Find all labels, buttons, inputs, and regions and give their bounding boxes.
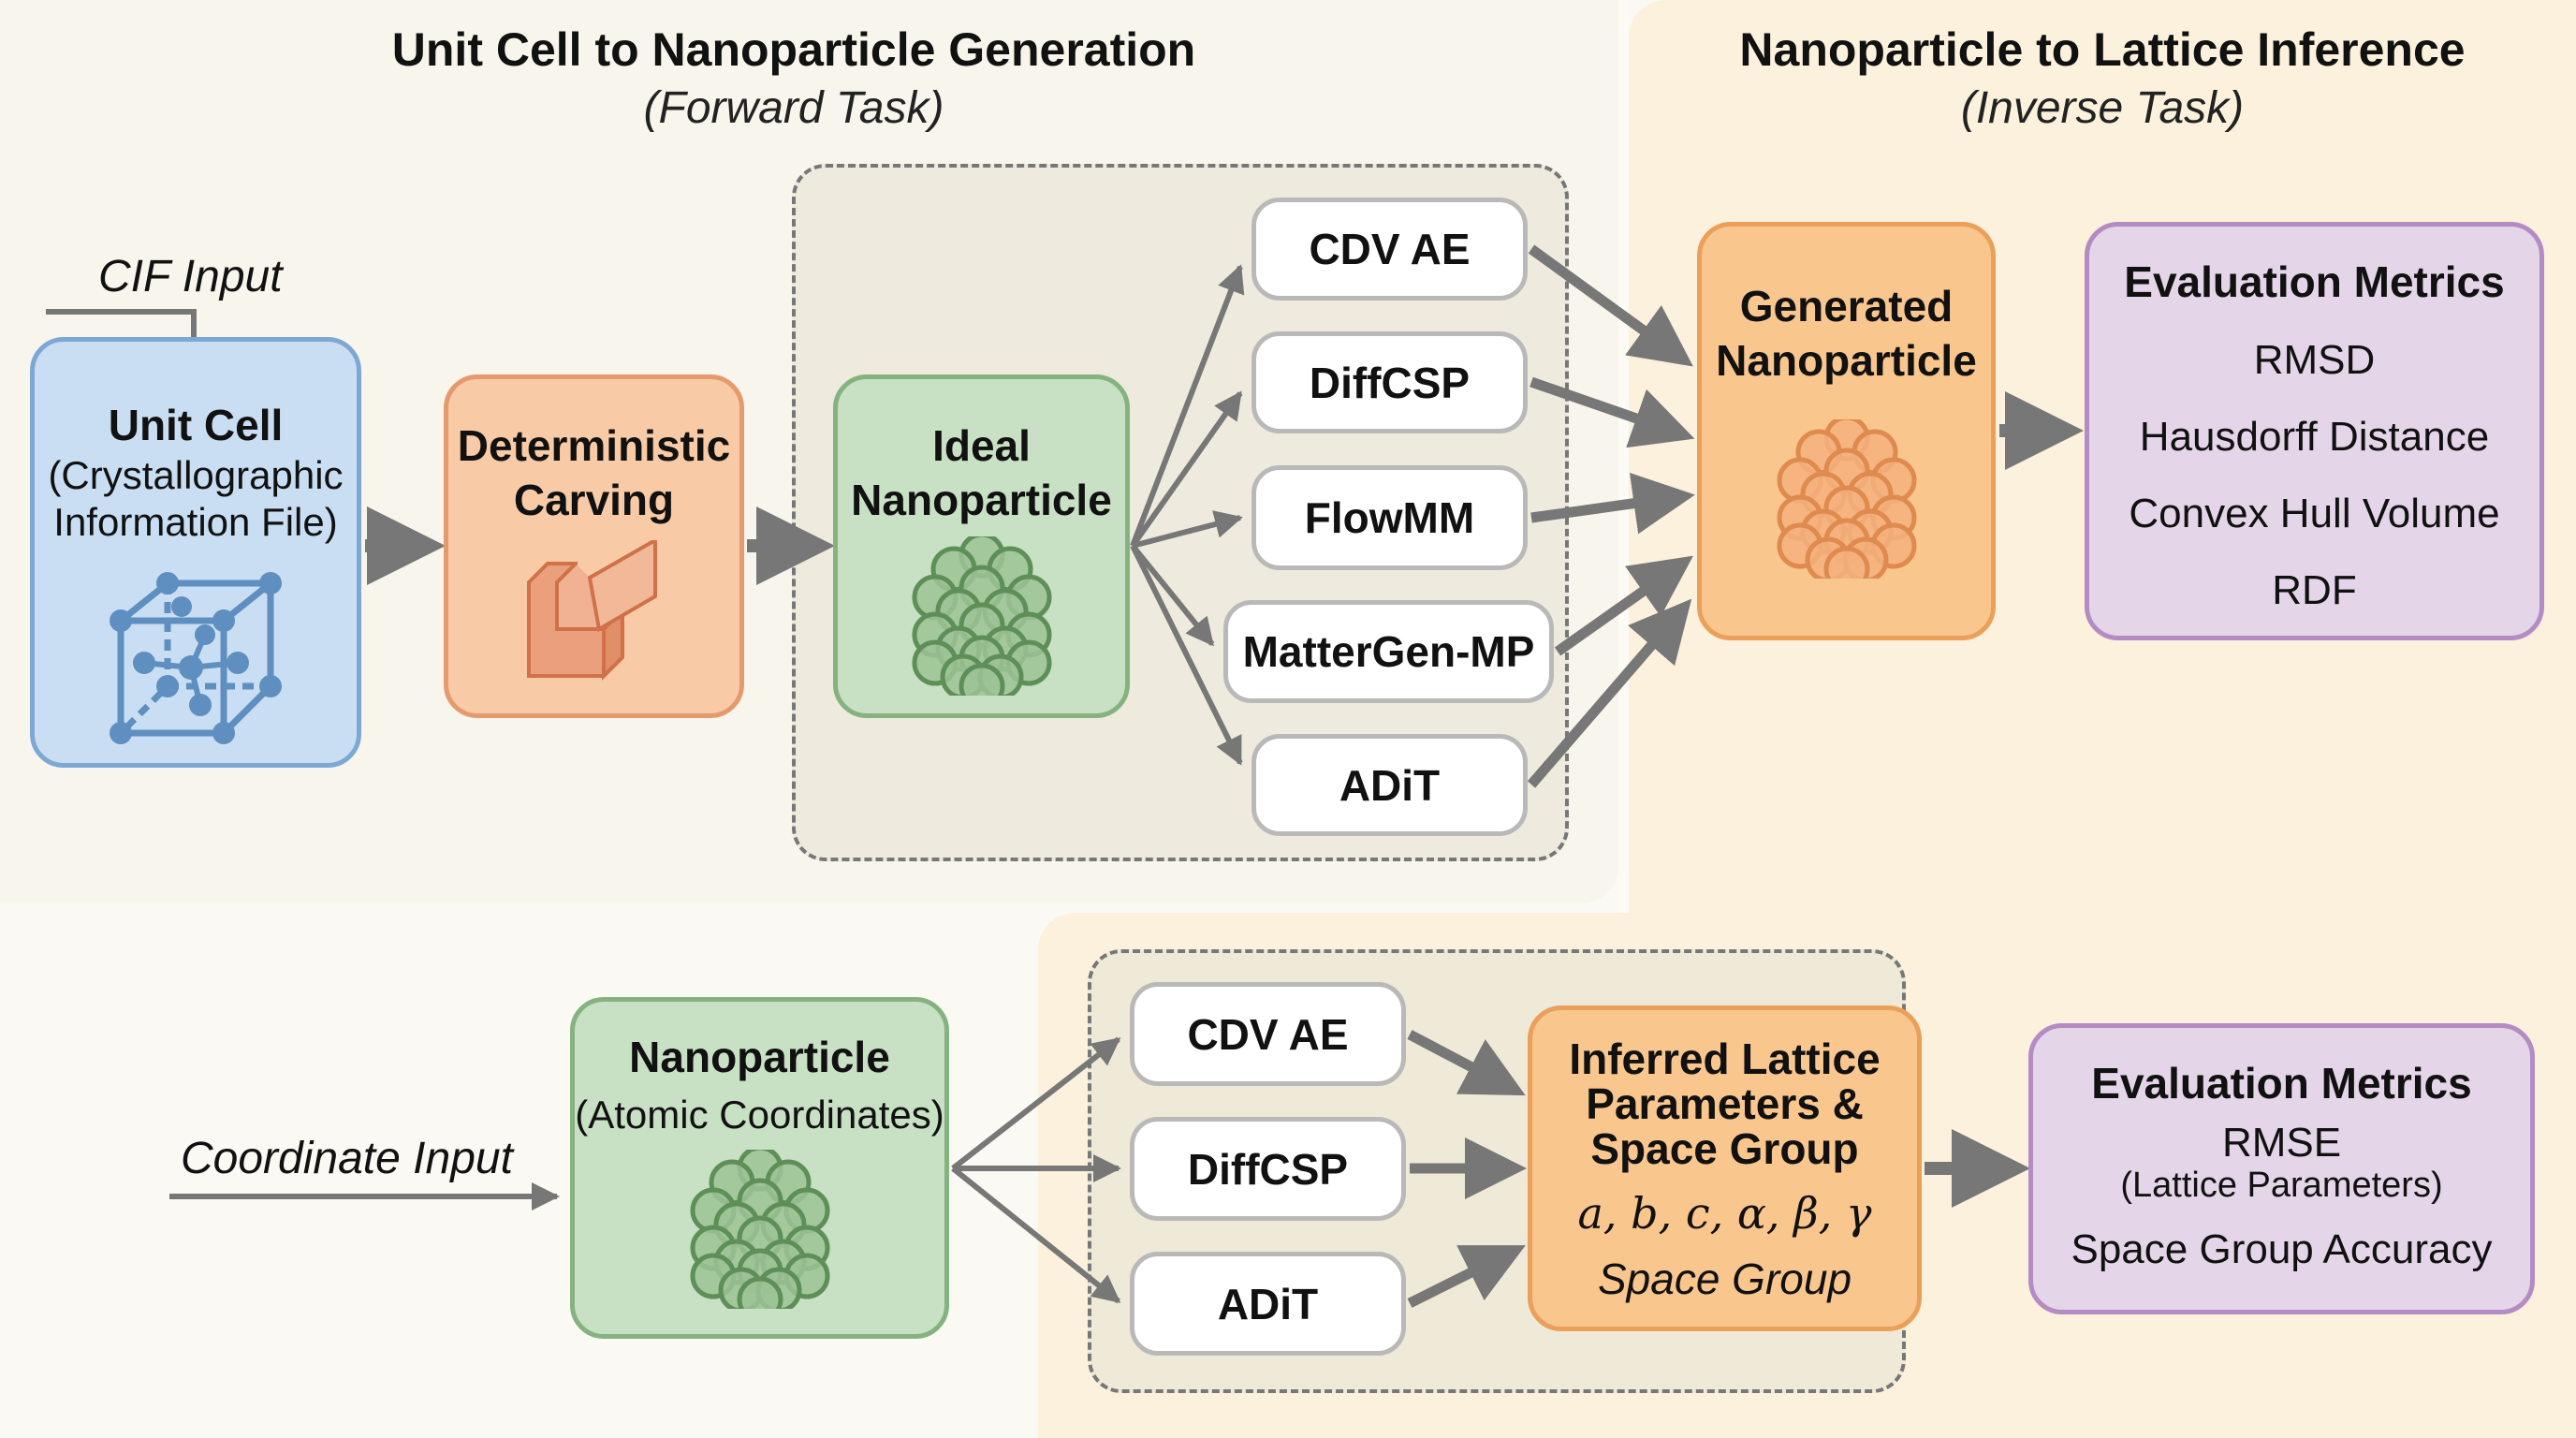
deterministic-carving-box: Deterministic Carving bbox=[444, 374, 744, 718]
panel-gap bbox=[1618, 0, 1629, 913]
metric-convex-hull: Convex Hull Volume bbox=[2129, 491, 2500, 536]
unit-cell-title: Unit Cell bbox=[108, 401, 284, 449]
inverse-evaluation-metrics-box: Evaluation Metrics RMSE (Lattice Paramet… bbox=[2028, 1023, 2535, 1314]
metric-hausdorff: Hausdorff Distance bbox=[2139, 414, 2490, 460]
arrow-ideal-to-diffcsp bbox=[1130, 390, 1243, 548]
ideal-nanoparticle-box: Ideal Nanoparticle bbox=[833, 374, 1130, 718]
arrow-cdvae-to-inferred bbox=[1407, 1030, 1526, 1096]
metric-rmse: RMSE bbox=[2221, 1120, 2342, 1166]
nanoparticle-cluster-icon bbox=[1777, 419, 1916, 579]
forward-model-diffcsp: DiffCSP bbox=[1251, 331, 1528, 433]
arrow-cdvae-to-generated bbox=[1528, 244, 1693, 367]
lattice-params: a, b, c, α, β, γ bbox=[1577, 1188, 1872, 1239]
arrow-ideal-to-cdvae bbox=[1130, 264, 1245, 548]
inverse-model-diffcsp: DiffCSP bbox=[1130, 1117, 1406, 1221]
coordinate-input-label: Coordinate Input bbox=[181, 1134, 513, 1183]
atom bbox=[737, 1276, 783, 1309]
arrow-ideal-to-mattergen bbox=[1130, 544, 1215, 647]
atom bbox=[959, 663, 1004, 696]
model-label: MatterGen-MP bbox=[1242, 627, 1535, 676]
arrow-diffcsp-to-generated bbox=[1530, 376, 1695, 448]
inverse-model-adit: ADiT bbox=[1130, 1252, 1406, 1356]
metric-rmse-note: (Lattice Parameters) bbox=[2120, 1166, 2443, 1205]
inferred-lattice-box: Inferred Lattice Parameters & Space Grou… bbox=[1528, 1005, 1922, 1331]
model-label: ADiT bbox=[1217, 1279, 1319, 1328]
model-label: DiffCSP bbox=[1309, 358, 1471, 407]
nanoparticle-title: Nanoparticle bbox=[629, 1033, 890, 1081]
model-label: DiffCSP bbox=[1187, 1144, 1349, 1194]
arrow-ideal-to-adit bbox=[1130, 544, 1243, 766]
unit-cell-lattice-icon bbox=[110, 572, 282, 744]
arrow-mattergen-to-generated bbox=[1554, 555, 1693, 656]
space-group-label: Space Group bbox=[1597, 1255, 1852, 1303]
forward-model-adit: ADiT bbox=[1251, 734, 1528, 836]
carving-title-2: Carving bbox=[513, 476, 675, 524]
input-nanoparticle-box: Nanoparticle (Atomic Coordinates) bbox=[570, 997, 949, 1339]
carved-block-icon bbox=[526, 540, 657, 681]
metric-space-group-accuracy: Space Group Accuracy bbox=[2071, 1226, 2493, 1272]
ideal-title-1: Ideal bbox=[932, 421, 1031, 470]
forward-model-flowmm: FlowMM bbox=[1251, 465, 1528, 570]
generated-title-2: Nanoparticle bbox=[1716, 336, 1977, 385]
cif-input-label: CIF Input bbox=[98, 252, 283, 301]
inverse-metrics-title: Evaluation Metrics bbox=[2091, 1059, 2472, 1108]
forward-evaluation-metrics-box: Evaluation Metrics RMSD Hausdorff Distan… bbox=[2085, 222, 2544, 640]
inferred-title-2: Parameters & bbox=[1586, 1079, 1864, 1128]
forward-model-cdvae: CDV AE bbox=[1251, 198, 1528, 301]
model-label: CDV AE bbox=[1187, 1009, 1349, 1059]
arrow-adit-to-inferred bbox=[1407, 1245, 1526, 1308]
arrow-np-to-cdvae bbox=[951, 1036, 1121, 1171]
metric-rdf: RDF bbox=[2272, 567, 2357, 613]
nanoparticle-subtitle: (Atomic Coordinates) bbox=[575, 1093, 944, 1137]
atom bbox=[1823, 546, 1869, 579]
unit-cell-subtitle-1: (Crystallographic bbox=[48, 453, 344, 497]
forward-model-mattergen-mp: MatterGen-MP bbox=[1223, 600, 1554, 703]
arrow-flowmm-to-generated bbox=[1530, 472, 1695, 535]
metric-rmsd: RMSD bbox=[2253, 337, 2376, 383]
carving-title-1: Deterministic bbox=[457, 421, 731, 470]
nanoparticle-cluster-icon bbox=[690, 1150, 829, 1309]
inverse-subtitle: (Inverse Task) bbox=[1960, 83, 2245, 133]
arrow-np-to-adit bbox=[951, 1166, 1121, 1304]
inverse-model-cdvae: CDV AE bbox=[1130, 982, 1406, 1086]
model-label: FlowMM bbox=[1304, 493, 1475, 542]
generated-title-1: Generated bbox=[1739, 282, 1954, 330]
nanoparticle-cluster-icon bbox=[912, 536, 1051, 696]
inferred-title-3: Space Group bbox=[1590, 1124, 1859, 1173]
forward-metrics-title: Evaluation Metrics bbox=[2124, 257, 2505, 306]
inferred-title-1: Inferred Lattice bbox=[1569, 1034, 1881, 1083]
forward-subtitle: (Forward Task) bbox=[643, 83, 944, 133]
model-label: ADiT bbox=[1339, 760, 1441, 810]
unit-cell-subtitle-2: Information File) bbox=[53, 500, 338, 544]
arrow-adit-to-generated bbox=[1527, 598, 1692, 788]
generated-nanoparticle-box: Generated Nanoparticle bbox=[1697, 222, 1996, 640]
inverse-title: Nanoparticle to Lattice Inference bbox=[1739, 23, 2466, 76]
unit-cell-box: Unit Cell (Crystallographic Information … bbox=[30, 337, 361, 768]
arrow-ideal-to-flowmm bbox=[1132, 510, 1243, 549]
model-label: CDV AE bbox=[1309, 225, 1471, 273]
forward-title: Unit Cell to Nanoparticle Generation bbox=[391, 23, 1196, 76]
ideal-title-2: Nanoparticle bbox=[851, 476, 1112, 524]
